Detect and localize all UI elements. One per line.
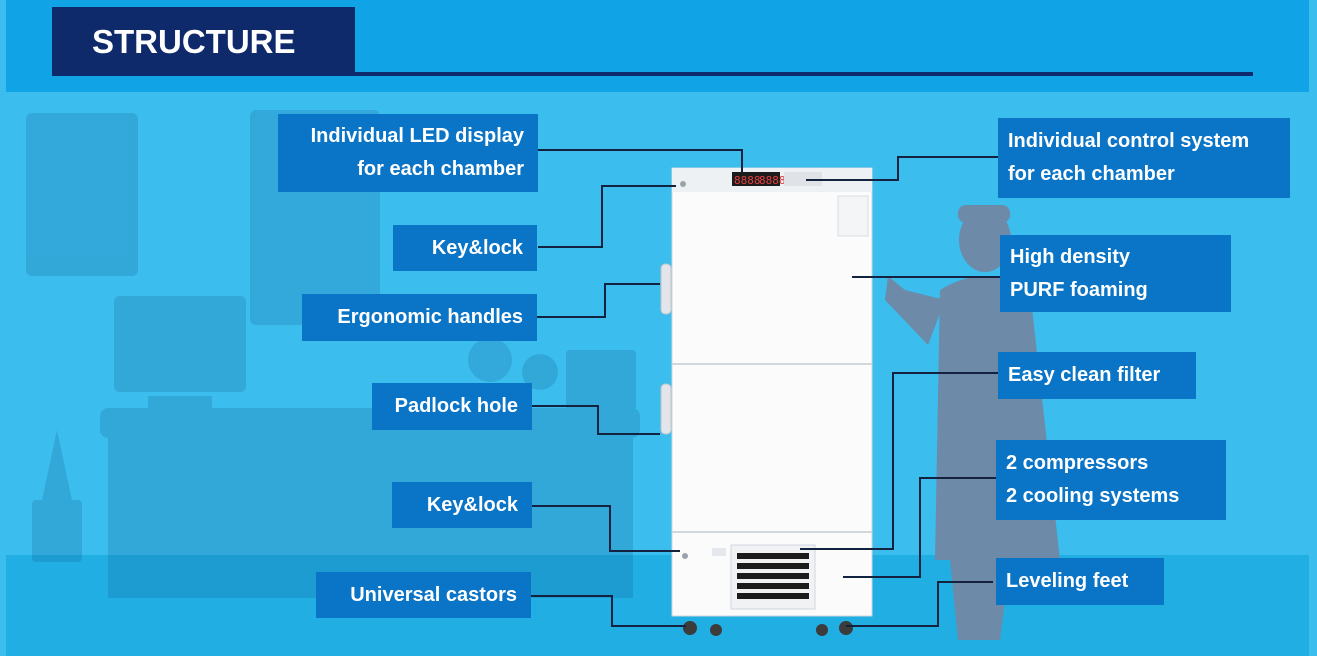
- callout-clean-filter: Easy clean filter: [998, 352, 1196, 399]
- callout-leveling-feet: Leveling feet: [996, 558, 1164, 605]
- callout-text: High density PURF foaming: [1010, 245, 1148, 301]
- leader-control-system: [806, 156, 998, 181]
- leader-lines: [530, 149, 1000, 627]
- castor: [839, 621, 853, 635]
- castor: [816, 624, 828, 636]
- freezer-unit: 8888 8888: [660, 167, 873, 636]
- led-display-panel: [732, 172, 780, 186]
- control-panel: [784, 172, 822, 186]
- callout-compressors: 2 compressors 2 cooling systems: [996, 440, 1226, 520]
- led-digits-1: 8888: [734, 174, 761, 187]
- leader-led-display: [538, 149, 743, 172]
- callout-text: Individual LED display for each chamber: [310, 125, 524, 180]
- callout-led-display: Individual LED display for each chamber: [278, 114, 538, 192]
- door-label-sticker: [837, 195, 869, 237]
- key-lock-hole-top: [680, 181, 686, 187]
- callout-text: Ergonomic handles: [337, 306, 523, 328]
- callout-key-lock-top: Key&lock: [393, 225, 537, 271]
- handle-bottom: [660, 383, 672, 435]
- leader-universal-castors: [530, 595, 686, 627]
- leader-key-lock-bottom: [531, 505, 680, 552]
- castor: [683, 621, 697, 635]
- castor: [710, 624, 722, 636]
- leader-key-lock-top: [538, 185, 676, 248]
- callout-text: 2 compressors 2 cooling systems: [1006, 452, 1180, 507]
- leader-leveling-feet: [846, 581, 993, 627]
- callout-key-lock-bottom: Key&lock: [392, 482, 532, 528]
- callout-text: Padlock hole: [394, 395, 518, 417]
- callout-text: Key&lock: [431, 236, 523, 259]
- callout-padlock-hole: Padlock hole: [372, 383, 532, 430]
- leader-padlock-hole: [531, 405, 660, 435]
- led-digits-2: 8888: [759, 174, 786, 187]
- callout-ergonomic-handles: Ergonomic handles: [302, 294, 537, 341]
- title-box: STRUCTURE: [52, 7, 355, 76]
- leader-clean-filter: [800, 372, 1000, 550]
- callout-universal-castors: Universal castors: [316, 572, 531, 618]
- callout-text: Universal castors: [350, 583, 517, 606]
- callout-text: Individual control system for each chamb…: [1008, 130, 1250, 185]
- callout-text: Easy clean filter: [1008, 364, 1161, 386]
- handle-top: [660, 263, 672, 315]
- callout-text: Key&lock: [426, 493, 518, 516]
- callout-control-system: Individual control system for each chamb…: [998, 118, 1290, 198]
- callout-purf-foaming: High density PURF foaming: [1000, 235, 1231, 312]
- page-title: STRUCTURE: [92, 22, 296, 60]
- key-lock-hole-bottom: [682, 553, 688, 559]
- leader-compressors: [843, 477, 996, 578]
- callout-text: Leveling feet: [1006, 570, 1129, 592]
- leader-ergonomic-handles: [535, 283, 660, 318]
